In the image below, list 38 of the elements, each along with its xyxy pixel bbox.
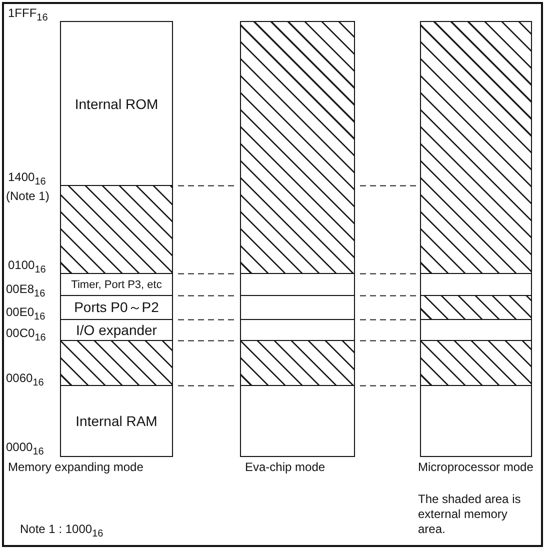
note-text: The shaded area is external memory area.: [418, 492, 522, 537]
address-label: 1FFF$_{16}$: [8, 6, 48, 26]
region-label: Ports P0～P2: [74, 298, 159, 317]
memory-region: [60, 295, 173, 320]
address-label: 1400$_{16}$: [8, 170, 46, 190]
address-label: 0000$_{16}$: [6, 440, 44, 460]
region-label: Internal RAM: [76, 412, 158, 429]
memory-region: [240, 273, 355, 296]
memory-region: [240, 295, 355, 320]
mode-caption: Eva-chip mode: [245, 460, 326, 475]
memory-region: [240, 21, 355, 274]
mode-caption: Microprocessor mode: [418, 460, 534, 475]
address-label: 00E0$_{16}$: [6, 305, 46, 324]
address-label: 0100$_{16}$: [8, 258, 46, 278]
memory-region: [60, 385, 173, 456]
memory-region: [420, 295, 532, 320]
memory-region: [420, 340, 532, 386]
memory-region: [420, 273, 532, 296]
memory-region: [60, 273, 173, 296]
memory-region: [60, 185, 173, 274]
region-label: Internal ROM: [74, 96, 158, 112]
address-label: 00E8$_{16}$: [6, 282, 46, 302]
memory-region: [60, 21, 173, 186]
mode-caption: Memory expanding mode: [8, 460, 144, 475]
memory-region: [420, 385, 532, 456]
memory-region: [240, 319, 355, 342]
note-reference: (Note 1): [6, 189, 50, 204]
memory-region: [240, 385, 355, 456]
address-label: 00C0$_{16}$: [6, 326, 46, 346]
note-text: Note 1 : 1000$_{16}$: [20, 522, 104, 542]
region-label: Timer, Port P3, etc: [71, 278, 162, 291]
memory-region: [60, 340, 173, 386]
memory-region: [420, 319, 532, 342]
memory-region: [420, 21, 532, 274]
memory-region: [240, 340, 355, 386]
region-label: I/O expander: [76, 322, 157, 338]
address-label: 0060$_{16}$: [6, 371, 44, 390]
memory-region: [60, 319, 173, 342]
